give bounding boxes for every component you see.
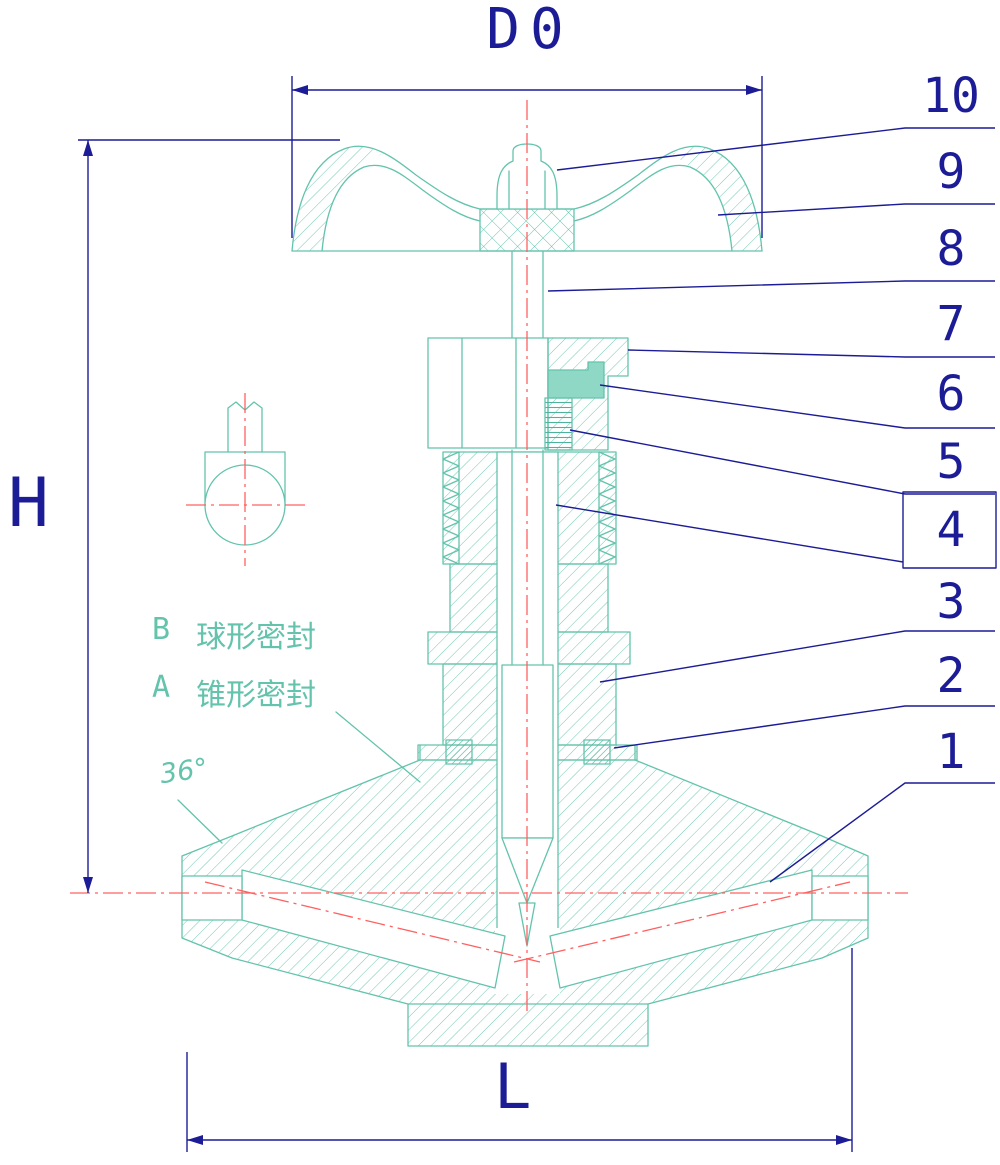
leader-4: [555, 504, 904, 563]
leader-3: [599, 630, 995, 683]
dimension-l-lines: [186, 948, 853, 1152]
centerlines: [70, 100, 908, 1012]
part-4-box: [902, 491, 997, 569]
part-number-9: 9: [936, 144, 966, 200]
leader-1: [769, 782, 995, 883]
seal-annotation-leader: [335, 711, 421, 783]
part-number-4: 4: [936, 502, 966, 558]
handwheel-rim-section-left: [292, 146, 381, 251]
leader-7: [627, 349, 995, 358]
part-number-5: 5: [936, 434, 966, 490]
seal-annotation-a: A 锥形密封: [152, 670, 316, 714]
dimension-h-lines: [78, 139, 340, 893]
inlet-centerline: [204, 881, 541, 963]
seal-a-key: A: [152, 670, 171, 705]
seal-b-key: B: [152, 612, 171, 647]
part-number-3: 3: [936, 574, 966, 630]
seal-a-label: 锥形密封: [196, 678, 317, 713]
outlet-centerline: [513, 881, 851, 963]
bonnet-threads: [442, 451, 616, 565]
dimension-label-l: L: [494, 1050, 532, 1123]
dimension-d0-lines: [291, 76, 763, 238]
seal-b-label: 球形密封: [196, 620, 317, 655]
packing-rings: [544, 397, 573, 451]
seal-annotation-b: B 球形密封: [152, 612, 316, 656]
port-left: [181, 875, 243, 921]
part-number-6: 6: [936, 366, 966, 422]
leader-9: [717, 203, 995, 216]
handwheel-rim-section-right: [673, 146, 762, 251]
body-boss-line: [407, 744, 649, 1005]
part-number-2: 2: [936, 648, 966, 704]
angle-leader: [177, 799, 223, 844]
leader-5: [569, 429, 995, 495]
leader-10: [556, 127, 995, 171]
part-leader-lines: [547, 127, 997, 883]
valve-stem-upper: [511, 250, 544, 339]
dimension-label-d0: D0: [486, 0, 574, 62]
part-number-7: 7: [936, 296, 966, 352]
leader-2: [613, 705, 995, 749]
dimension-label-h: H: [8, 464, 49, 543]
part-number-8: 8: [936, 221, 966, 277]
angle-annotation: 36°: [158, 752, 210, 791]
part-number-10: 10: [922, 68, 980, 124]
port-right: [811, 875, 869, 921]
part-number-1: 1: [936, 724, 966, 780]
leader-6: [599, 384, 995, 429]
leader-8: [547, 280, 995, 292]
